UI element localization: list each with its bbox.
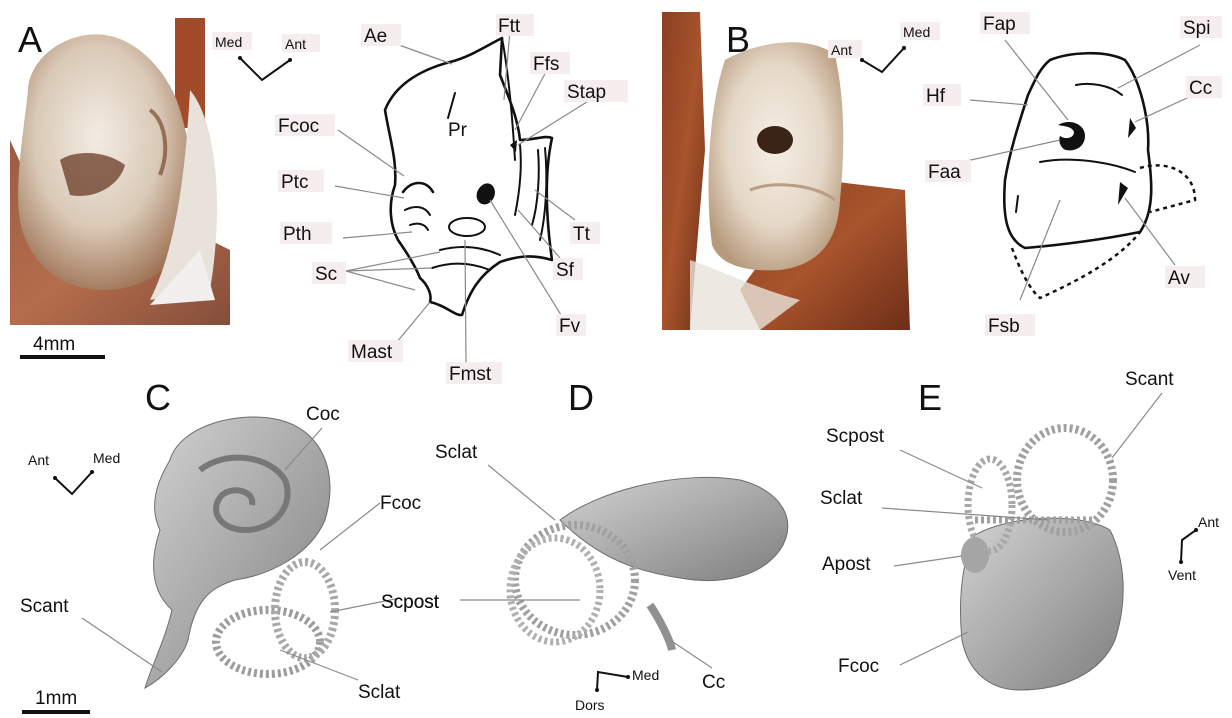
panel-e: E Scpost Scant Sclat Apost Fcoc An	[820, 369, 1219, 690]
panel-a: 4mm A Med Ant	[10, 10, 628, 385]
scale-label-a: 4mm	[33, 334, 75, 355]
panel-letter-d: D	[568, 377, 594, 418]
panel-b: B Ant Med	[662, 12, 1222, 337]
specimen-photo-b	[662, 12, 910, 330]
labels-b: Fap Spi Hf Cc Faa Av Fsb	[923, 12, 1222, 337]
label-stap: Stap	[567, 82, 606, 103]
orient-label-ant-e: Ant	[1198, 514, 1219, 530]
orientation-indicator-d: Dors Med	[575, 667, 659, 713]
label-apost-e: Apost	[822, 554, 871, 575]
orient-label-med-b: Med	[903, 24, 930, 40]
label-scpost-d: Scpost	[381, 592, 440, 613]
label-sc: Sc	[315, 264, 337, 285]
label-fcoc-e: Fcoc	[838, 656, 879, 677]
orientation-indicator-e: Ant Vent	[1168, 514, 1219, 583]
label-spi: Spi	[1183, 18, 1210, 39]
label-ptc: Ptc	[281, 172, 308, 193]
label-mast: Mast	[351, 342, 393, 363]
inner-ear-model-d	[510, 477, 788, 650]
panel-letter-e: E	[918, 377, 942, 418]
inner-ear-model-e	[961, 428, 1124, 690]
label-fcoc-a: Fcoc	[278, 116, 319, 137]
label-ffs: Ffs	[533, 54, 559, 75]
label-sf: Sf	[556, 260, 575, 281]
orientation-indicator-c: Ant Med	[28, 450, 120, 494]
label-ftt: Ftt	[498, 16, 521, 37]
panel-d: D Sclat Scpost Cc Dors Med	[381, 377, 788, 713]
orient-label-med-c: Med	[93, 450, 120, 466]
panel-letter-a: A	[18, 19, 42, 60]
label-fv: Fv	[559, 316, 581, 337]
label-fap: Fap	[983, 14, 1016, 35]
orient-label-med-a: Med	[215, 34, 242, 50]
scale-label-c: 1mm	[35, 688, 77, 709]
orient-label-dors-d: Dors	[575, 697, 605, 713]
label-pth: Pth	[283, 224, 312, 245]
panel-c: C Ant Med Coc Fcoc Scpost Scant Scl	[20, 377, 440, 712]
label-fsb: Fsb	[988, 316, 1020, 337]
label-sclat-e: Sclat	[820, 488, 863, 509]
label-fmst: Fmst	[449, 364, 492, 385]
line-drawing-b	[1004, 53, 1195, 298]
label-scpost-e: Scpost	[826, 426, 885, 447]
orient-label-ant-b: Ant	[831, 42, 852, 58]
label-ae: Ae	[364, 26, 387, 47]
leader-lines-a	[335, 30, 598, 362]
label-coc: Coc	[306, 404, 340, 425]
label-fcoc-c: Fcoc	[380, 493, 421, 514]
inner-ear-model-c	[145, 417, 335, 688]
leader-lines-b	[962, 40, 1200, 300]
label-sclat-c: Sclat	[358, 682, 401, 703]
specimen-photo-a	[10, 10, 230, 325]
label-cc-b: Cc	[1189, 78, 1212, 99]
labels-a: Ae Ftt Ffs Stap Fcoc Pr Ptc Pth Tt Sf Sc…	[275, 14, 628, 385]
line-drawing-a	[385, 38, 552, 315]
orient-label-ant-a: Ant	[285, 36, 306, 52]
label-scant-c: Scant	[20, 596, 69, 617]
orient-label-med-d: Med	[632, 667, 659, 683]
label-cc-d: Cc	[702, 672, 725, 693]
panel-letter-b: B	[726, 19, 750, 60]
label-scant-e: Scant	[1125, 369, 1174, 390]
orient-label-ant-c: Ant	[28, 452, 49, 468]
label-hf: Hf	[926, 86, 946, 107]
panel-letter-c: C	[145, 377, 171, 418]
orient-label-vent-e: Vent	[1168, 567, 1196, 583]
label-faa: Faa	[928, 162, 961, 183]
label-tt: Tt	[573, 224, 591, 245]
label-sclat-d: Sclat	[435, 442, 478, 463]
label-pr: Pr	[448, 120, 468, 141]
label-av: Av	[1168, 268, 1190, 289]
